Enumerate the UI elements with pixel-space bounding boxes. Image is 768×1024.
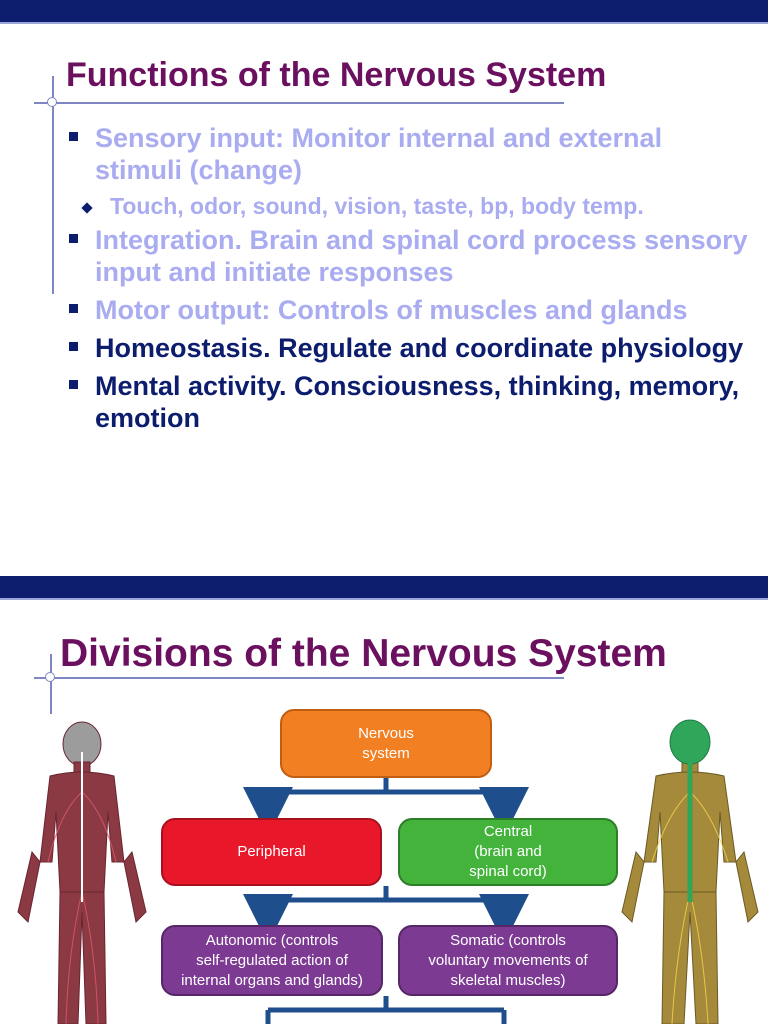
bullet-item: Sensory input: Monitor internal and exte… (68, 122, 748, 186)
slide-functions: Functions of the Nervous System Sensory … (0, 0, 768, 576)
bullet-item: Integration. Brain and spinal cord proce… (68, 224, 748, 288)
somatic-box: Somatic (controls voluntary movements of… (398, 925, 618, 996)
crosshair-vertical-line (52, 76, 54, 294)
bullet-item: Motor output: Controls of muscles and gl… (68, 294, 748, 326)
crosshair-vertical-line (50, 654, 52, 714)
bullet-item: Homeostasis. Regulate and coordinate phy… (68, 332, 748, 364)
nervous-system-box: Nervous system (280, 709, 492, 778)
crosshair-circle-icon (45, 672, 55, 682)
slide-title: Functions of the Nervous System (66, 56, 607, 94)
central-nervous-figure (621, 719, 759, 1024)
slide-title: Divisions of the Nervous System (60, 632, 667, 675)
peripheral-nervous-figure (17, 721, 147, 1024)
bullet-list: Sensory input: Monitor internal and exte… (68, 122, 748, 440)
crosshair-horizontal-line (34, 677, 564, 679)
slide-top-bar (0, 576, 768, 600)
bullet-item: Mental activity. Consciousness, thinking… (68, 370, 748, 434)
peripheral-box: Peripheral (161, 818, 382, 886)
slide-top-bar (0, 0, 768, 24)
crosshair-circle-icon (47, 97, 57, 107)
sub-bullet-item: Touch, odor, sound, vision, taste, bp, b… (76, 192, 748, 220)
central-box: Central (brain and spinal cord) (398, 818, 618, 886)
crosshair-horizontal-line (34, 102, 564, 104)
slide-divisions (0, 576, 768, 1024)
autonomic-box: Autonomic (controls self-regulated actio… (161, 925, 383, 996)
